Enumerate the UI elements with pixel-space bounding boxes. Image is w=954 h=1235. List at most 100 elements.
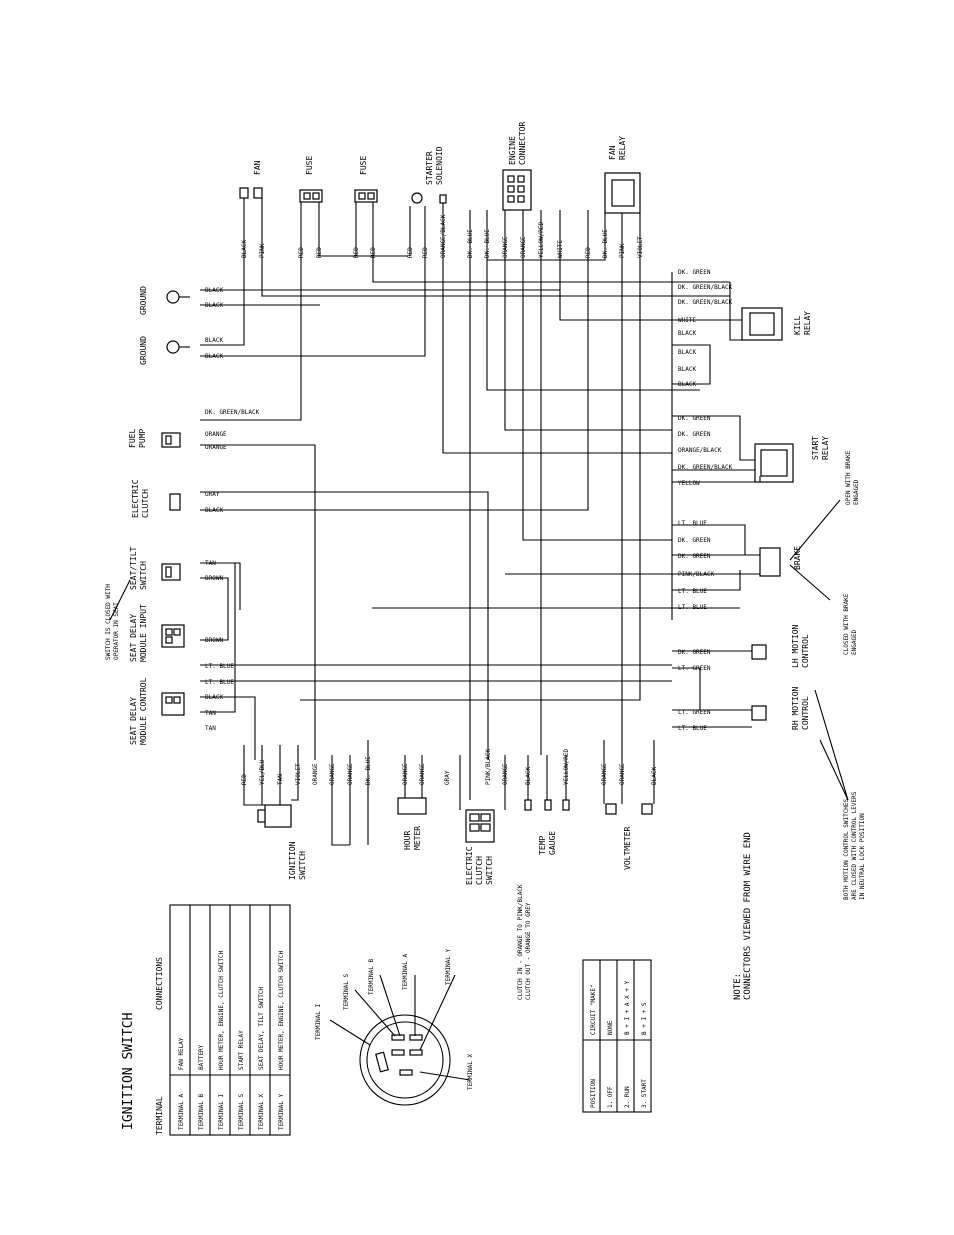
top-wire-label: DK. BLUE [484,229,491,258]
brake-label: BRAKE [793,546,802,570]
fuel-pump-connector [161,432,181,448]
right-wire-label: LT. GREEN [678,665,711,672]
right-wire-label: DK. GREEN/BLACK [678,464,733,471]
ground-label: GROUND [139,286,148,315]
left-wire-label: TAN [205,560,216,567]
right-wire-label: DK. GREEN [678,269,711,276]
connectors-note: CONNECTORS VIEWED FROM WIRE END [743,832,753,1000]
start-relay-block [754,443,794,483]
top-wire-label: ORANGE [502,236,509,258]
ignition-table-connection: HOUR METER, ENGINE, CLUTCH SWITCH [218,950,225,1070]
seat-tilt-switch-label: SWITCH [139,561,148,590]
bottom-wire-label: PINK/BLACK [485,748,492,785]
left-wire-label: LT. BLUE [205,679,234,686]
seat-delay-input-label: SEAT DELAY [129,614,138,662]
seat-delay-control-label: SEAT DELAY [129,697,138,745]
clutch-switch-label: SWITCH [485,856,494,885]
bottom-wire-label: ORANGE [312,763,319,785]
ignition-table-header: CONNECTIONS [155,957,164,1010]
position-table-header: CIRCUIT "MAKE" [590,984,597,1035]
hour-meter-connector [397,797,427,815]
left-wire-label: ORANGE [205,431,227,438]
ignition-table-terminal: TERMINAL B [198,1093,205,1130]
right-wire-label: LT. BLUE [678,520,707,527]
top-wire-label: RED [585,247,592,258]
right-wire-label: YELLOW [678,480,700,487]
motion-controls-note: BOTH MOTION CONTROL SWITCHES [843,798,850,900]
engine-connector-label: ENGINE [508,136,517,165]
kill-relay-block [741,307,783,341]
right-wire-label: DK. GREEN [678,553,711,560]
fan-label: FAN [253,160,262,175]
left-wire-label: BLACK [205,287,223,294]
ignition-switch-label: SWITCH [298,851,307,880]
ignition-connection-table-frame [169,904,291,1136]
fuel-pump-label: PUMP [138,429,147,448]
top-wire-label: PINK [259,243,266,258]
starter-solenoid [411,192,447,204]
terminal-label: TERMINAL A [402,953,409,990]
terminal-label: TERMINAL Y [445,948,452,985]
right-wire-label: DK. GREEN [678,415,711,422]
ignition-table-terminal: TERMINAL X [258,1093,265,1130]
fuse-label: FUSE [359,156,368,175]
clutch-in-out-note: CLUTCH OUT - ORANGE TO GREY [525,902,532,1000]
left-wire-label: LT. BLUE [205,663,234,670]
bottom-wire-label: YEL/BLU [259,759,266,785]
bottom-wire-label: ORANGE [619,763,626,785]
bottom-wire-label: ORANGE [601,763,608,785]
right-wire-label: BLACK [678,366,696,373]
kill-relay-label: KILL [793,316,802,335]
bottom-wire-label: ORANGE [402,763,409,785]
clutch-switch-label: CLUTCH [475,856,484,885]
top-wire-label: BLACK [241,240,248,258]
ignition-switch-connector [257,804,292,828]
top-wire-label: RED [298,247,305,258]
rh-motion-connector [751,705,767,721]
lh-motion-label: LH MOTION [791,624,800,668]
right-wire-label: LT. GREEN [678,709,711,716]
left-wire-label: GRAY [205,491,220,498]
fuel-pump-label: FUEL [128,429,137,448]
lh-motion-connector [751,644,767,660]
ignition-table-terminal: TERMINAL A [178,1093,185,1130]
top-wire-label: DK. BLUE [467,229,474,258]
bottom-wire-label: RED [241,774,248,785]
terminal-label: TERMINAL X [467,1053,474,1090]
ignition-table-connection: FAN RELAY [178,1037,185,1070]
position-table-circuit: B + I + S [641,1002,648,1035]
top-wire-label: WHITE [557,240,564,258]
ignition-table-terminal: TERMINAL I [218,1093,225,1130]
top-wire-label: ORANGE [520,236,527,258]
ground-label: GROUND [139,336,148,365]
kill-relay-label: RELAY [803,311,812,335]
ignition-table-terminal: TERMINAL Y [278,1093,285,1130]
brake-closed-note: CLOSED WITH BRAKE [843,593,850,655]
right-wire-label: BLACK [678,349,696,356]
electric-clutch-label: ELECTRIC [131,479,140,518]
seat-delay-control-label: MODULE CONTROL [139,677,148,745]
hour-meter-label: METER [413,826,422,850]
position-table-circuit: NONE [607,1020,614,1035]
fan-relay-label: RELAY [618,136,627,160]
seat-tilt-switch-label: SEAT/TILT [129,546,138,590]
fan-relay-block [604,172,641,214]
top-wire-label: RED [316,247,323,258]
position-table-position: 2. RUN [624,1086,631,1108]
lh-motion-label: CONTROL [801,634,810,668]
temp-gauge-label: TEMP [538,836,547,855]
right-wire-label: LT. BLUE [678,604,707,611]
position-table-position: 3. START [641,1079,648,1108]
brake-open-note: OPEN WITH BRAKE [845,450,852,505]
bottom-wire-label: DK. BLUE [365,756,372,785]
seat-delay-input-connector [161,624,185,648]
bottom-wire-label: VIOLET [295,763,302,785]
left-wire-label: BLACK [205,302,223,309]
starter-solenoid-label: STARTER [425,151,434,185]
brake-open-note: ENGAGED [853,479,860,505]
ignition-switch-label: IGNITION [288,841,297,880]
top-wire-label: RED [370,247,377,258]
bottom-wire-label: BLACK [651,767,658,785]
